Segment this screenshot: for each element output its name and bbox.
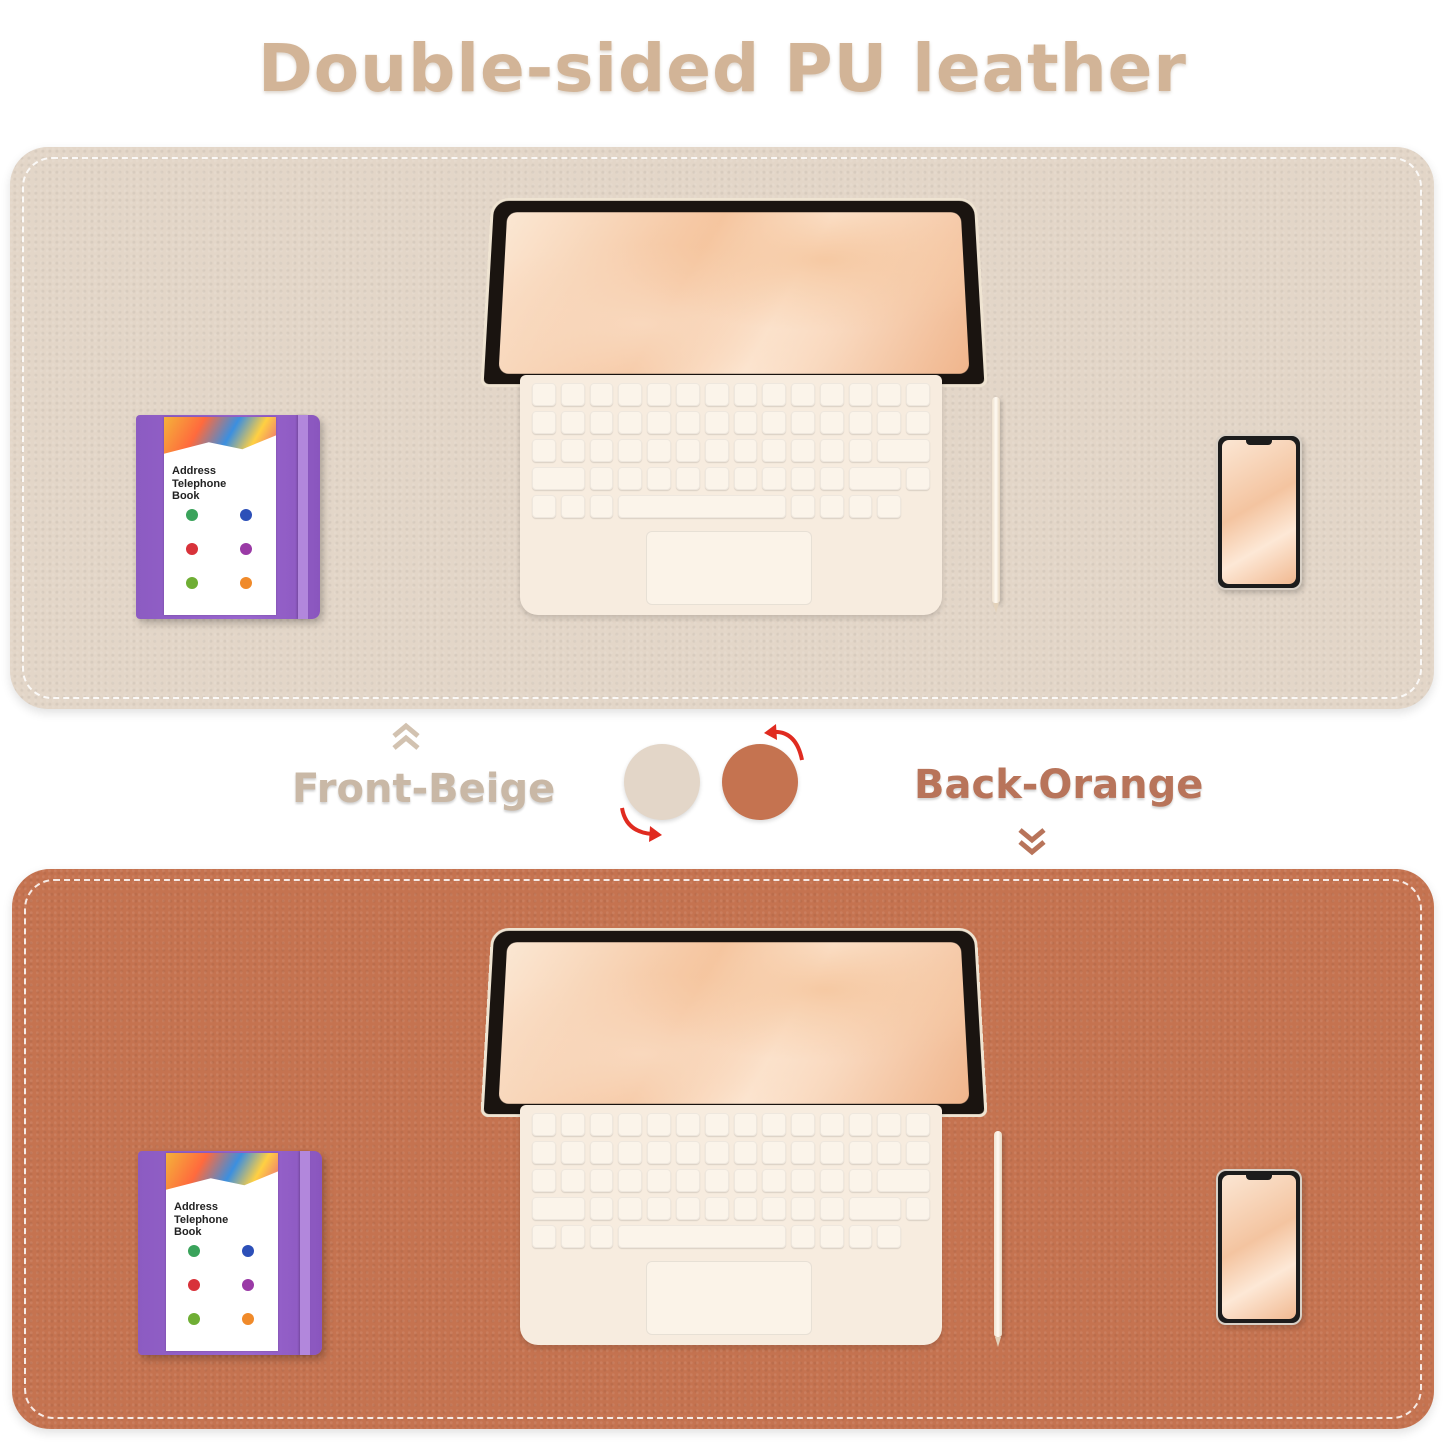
front-beige-label: Front-Beige [292, 766, 556, 812]
trackpad [646, 1261, 812, 1335]
curved-flip-arrow-icon [620, 807, 662, 842]
paint-splash-graphic [164, 417, 276, 454]
tablet [480, 927, 988, 1118]
address-book: Address Telephone Book [136, 415, 320, 619]
feature-icon [228, 1245, 268, 1258]
phone-screen [1222, 1175, 1296, 1319]
double-chevron-down-icon [1018, 828, 1046, 856]
feature-icon [174, 1279, 214, 1292]
smartphone [1216, 434, 1302, 590]
address-book-title: Address Telephone Book [174, 1201, 229, 1238]
elastic-band [298, 415, 308, 619]
curved-flip-arrow-icon [764, 724, 804, 761]
double-chevron-up-icon [392, 722, 420, 750]
address-book-cover-label: Address Telephone Book [166, 1153, 278, 1351]
stitched-edge [24, 879, 1422, 1419]
address-book-title: Address Telephone Book [172, 465, 227, 502]
trackpad [646, 531, 812, 605]
stylus-pencil [994, 1131, 1002, 1347]
feature-icon [226, 509, 266, 522]
back-orange-label: Back-Orange [914, 762, 1204, 808]
tablet-screen [498, 942, 970, 1104]
desk-mat-front-beige: Address Telephone Book [10, 147, 1434, 709]
feature-icon [172, 543, 212, 556]
feature-icon [228, 1279, 268, 1292]
stitched-edge [22, 157, 1422, 699]
feature-icon [228, 1313, 268, 1326]
tablet-with-keyboard [480, 915, 988, 1355]
keyboard-case [520, 375, 942, 615]
page-title: Double-sided PU leather [258, 30, 1187, 107]
keyboard-keys [532, 1113, 930, 1255]
feature-icon [226, 543, 266, 556]
feature-icon [174, 1313, 214, 1326]
tablet-with-keyboard [480, 185, 988, 625]
stylus-pencil [992, 397, 1000, 613]
feature-icon [172, 577, 212, 590]
orange-swatch [722, 744, 798, 820]
smartphone [1216, 1169, 1302, 1325]
feature-icon [174, 1245, 214, 1258]
tablet-screen [498, 212, 970, 374]
address-book: Address Telephone Book [138, 1151, 322, 1355]
tablet [480, 197, 988, 388]
phone-screen [1222, 440, 1296, 584]
keyboard-keys [532, 383, 930, 525]
desk-mat-back-orange: Address Telephone Book [12, 869, 1434, 1429]
feature-icon [226, 577, 266, 590]
keyboard-case [520, 1105, 942, 1345]
elastic-band [300, 1151, 310, 1355]
feature-icon [172, 509, 212, 522]
phone-notch [1246, 1175, 1272, 1180]
phone-notch [1246, 440, 1272, 445]
address-book-cover-label: Address Telephone Book [164, 417, 276, 615]
paint-splash-graphic [166, 1153, 278, 1190]
beige-swatch [624, 744, 700, 820]
